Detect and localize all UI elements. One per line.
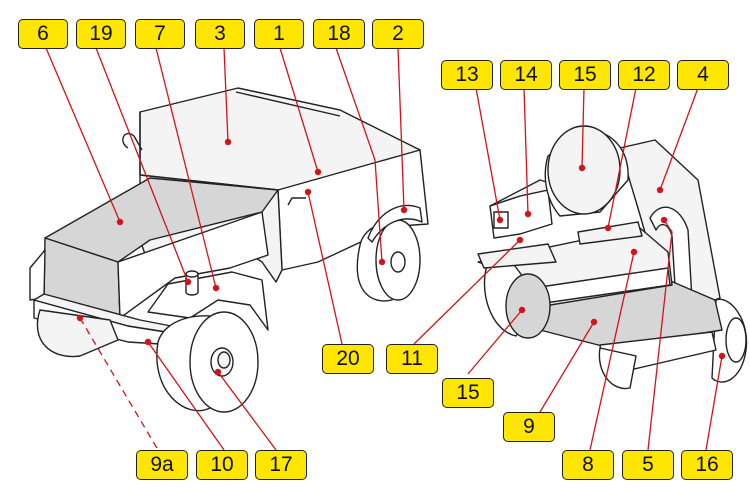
leader-17 xyxy=(217,371,277,451)
label-18: 18 xyxy=(313,19,365,49)
dot-14 xyxy=(524,210,532,218)
dot-9a xyxy=(76,314,84,322)
leader-10 xyxy=(147,341,225,451)
label-9a: 9a xyxy=(136,450,188,480)
label-12: 12 xyxy=(618,60,670,90)
leader-3 xyxy=(223,47,229,143)
label-20: 20 xyxy=(322,344,374,374)
assembled-vehicle xyxy=(29,87,429,413)
label-8: 8 xyxy=(562,450,614,480)
label-1: 1 xyxy=(254,19,304,49)
front-left-wheel xyxy=(36,309,119,358)
chassis-left-wheel-face xyxy=(505,273,551,339)
dot-8 xyxy=(630,248,638,256)
label-14: 14 xyxy=(500,60,552,90)
leader-8 xyxy=(589,251,635,451)
dot-16 xyxy=(718,352,726,360)
leader-15-bottom xyxy=(467,309,523,375)
dot-18 xyxy=(378,258,386,266)
dot-9 xyxy=(590,318,598,326)
front-left-fender xyxy=(29,249,46,301)
dot-1 xyxy=(314,168,322,176)
dot-15-bottom xyxy=(518,306,526,314)
leader-6 xyxy=(45,47,121,223)
label-5: 5 xyxy=(622,450,674,480)
label-15-top: 15 xyxy=(559,60,611,90)
rear-fender xyxy=(367,204,423,243)
dot-10 xyxy=(144,338,152,346)
leader-lines xyxy=(45,47,723,451)
label-3: 3 xyxy=(195,19,245,49)
leader-11 xyxy=(413,239,521,345)
label-16: 16 xyxy=(681,450,733,480)
label-13: 13 xyxy=(441,60,493,90)
label-4: 4 xyxy=(677,60,729,90)
label-6: 6 xyxy=(18,19,68,49)
leader-20 xyxy=(307,191,343,345)
door-handle xyxy=(287,197,306,206)
leader-13 xyxy=(475,87,501,221)
leader-19 xyxy=(95,47,189,283)
leader-14 xyxy=(523,87,529,215)
seat-block xyxy=(577,221,643,245)
dot-15-top xyxy=(578,164,586,172)
label-9: 9 xyxy=(503,412,555,442)
dot-17 xyxy=(214,368,222,376)
leader-15-top xyxy=(581,87,585,169)
leader-4 xyxy=(659,87,699,191)
callout-dots xyxy=(76,138,726,376)
dot-13 xyxy=(496,216,504,224)
label-19: 19 xyxy=(76,19,126,49)
leader-1 xyxy=(279,47,319,173)
leader-9a xyxy=(79,317,159,451)
dot-19 xyxy=(184,278,192,286)
label-11: 11 xyxy=(386,344,438,374)
dot-4 xyxy=(656,186,664,194)
leader-7 xyxy=(155,47,217,289)
dot-12 xyxy=(604,224,612,232)
dot-2 xyxy=(400,206,408,214)
leader-2 xyxy=(397,47,405,211)
dot-20 xyxy=(304,188,312,196)
leader-9 xyxy=(539,321,595,413)
leader-16 xyxy=(705,355,723,451)
dot-5 xyxy=(660,216,668,224)
side-mirror xyxy=(122,132,143,151)
chassis-front-wheel xyxy=(598,347,637,390)
label-15-bottom: 15 xyxy=(442,378,494,408)
leader-5 xyxy=(647,219,673,451)
label-7: 7 xyxy=(135,19,185,49)
dot-3 xyxy=(224,138,232,146)
label-2: 2 xyxy=(372,19,424,49)
leader-18 xyxy=(335,47,383,263)
dot-11 xyxy=(516,236,524,244)
label-17: 17 xyxy=(255,450,307,480)
label-10: 10 xyxy=(196,450,248,480)
dot-7 xyxy=(212,284,220,292)
leader-12 xyxy=(607,87,637,229)
dot-6 xyxy=(116,218,124,226)
rear-hub xyxy=(390,251,406,273)
